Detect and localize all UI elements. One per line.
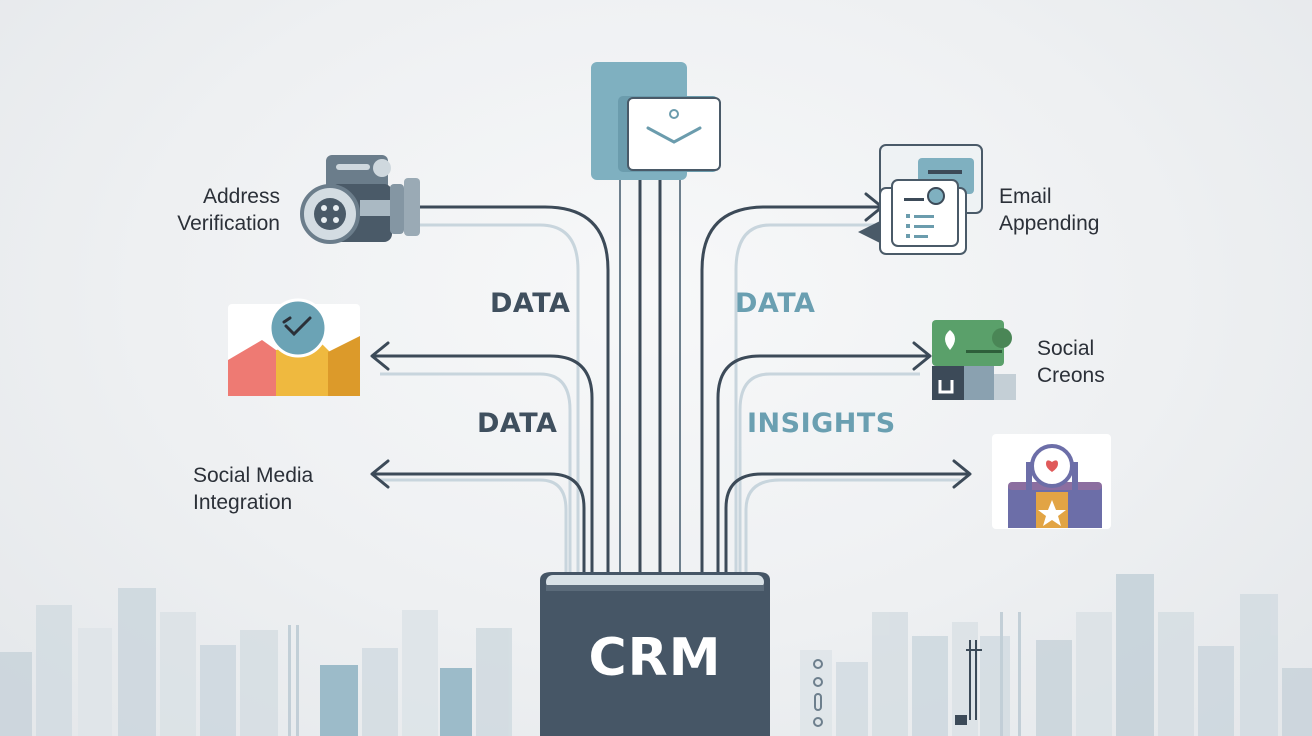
flow-left-bottom — [372, 472, 586, 590]
flow-lines — [372, 178, 970, 590]
tower-decoration — [955, 640, 982, 725]
label-address-verification: Address Verification — [150, 183, 280, 237]
label-address-line2: Verification — [177, 212, 280, 235]
arrow-left-middle — [370, 341, 390, 371]
arrow-left-bottom — [370, 459, 390, 489]
analytics-chart-icon — [228, 298, 360, 396]
label-social-media-line1: Social Media — [193, 464, 314, 487]
flow-label-data-left-bottom: DATA — [477, 408, 558, 439]
crm-box — [540, 572, 770, 736]
email-list-icon — [858, 144, 983, 255]
label-email-appending: Email Appending — [999, 183, 1099, 237]
label-social-media-integration: Social Media Integration — [193, 462, 313, 516]
label-email-line2: Appending — [999, 212, 1100, 235]
social-badge-icon — [992, 434, 1111, 529]
flow-label-insights: INSIGHTS — [747, 408, 896, 439]
flow-label-data-right-top: DATA — [735, 288, 816, 319]
label-social-creons: Social Creons — [1037, 335, 1105, 389]
arrowheads — [370, 192, 972, 489]
label-social-creons-line2: Creons — [1037, 364, 1105, 387]
arrow-social-creons — [912, 341, 932, 371]
flow-lines-light — [380, 223, 960, 585]
email-envelope-icon — [591, 62, 721, 180]
skyline-bars — [0, 574, 1312, 736]
label-social-creons-line1: Social — [1037, 337, 1095, 360]
flow-right-bottom — [724, 472, 970, 590]
flow-address-verification — [416, 205, 610, 590]
label-address-line1: Address — [202, 185, 280, 208]
label-email-line1: Email — [999, 185, 1052, 208]
crm-label: CRM — [588, 628, 722, 688]
flow-email-appending — [700, 205, 882, 590]
label-social-media-line2: Integration — [193, 491, 293, 514]
address-scanner-icon — [300, 155, 420, 244]
arrow-right-bottom — [952, 459, 972, 489]
flow-left-middle — [372, 354, 594, 590]
indicator-dots — [813, 659, 823, 727]
social-map-icon — [932, 320, 1016, 400]
flow-label-data-left-top: DATA — [490, 288, 571, 319]
flow-right-middle — [716, 354, 930, 590]
